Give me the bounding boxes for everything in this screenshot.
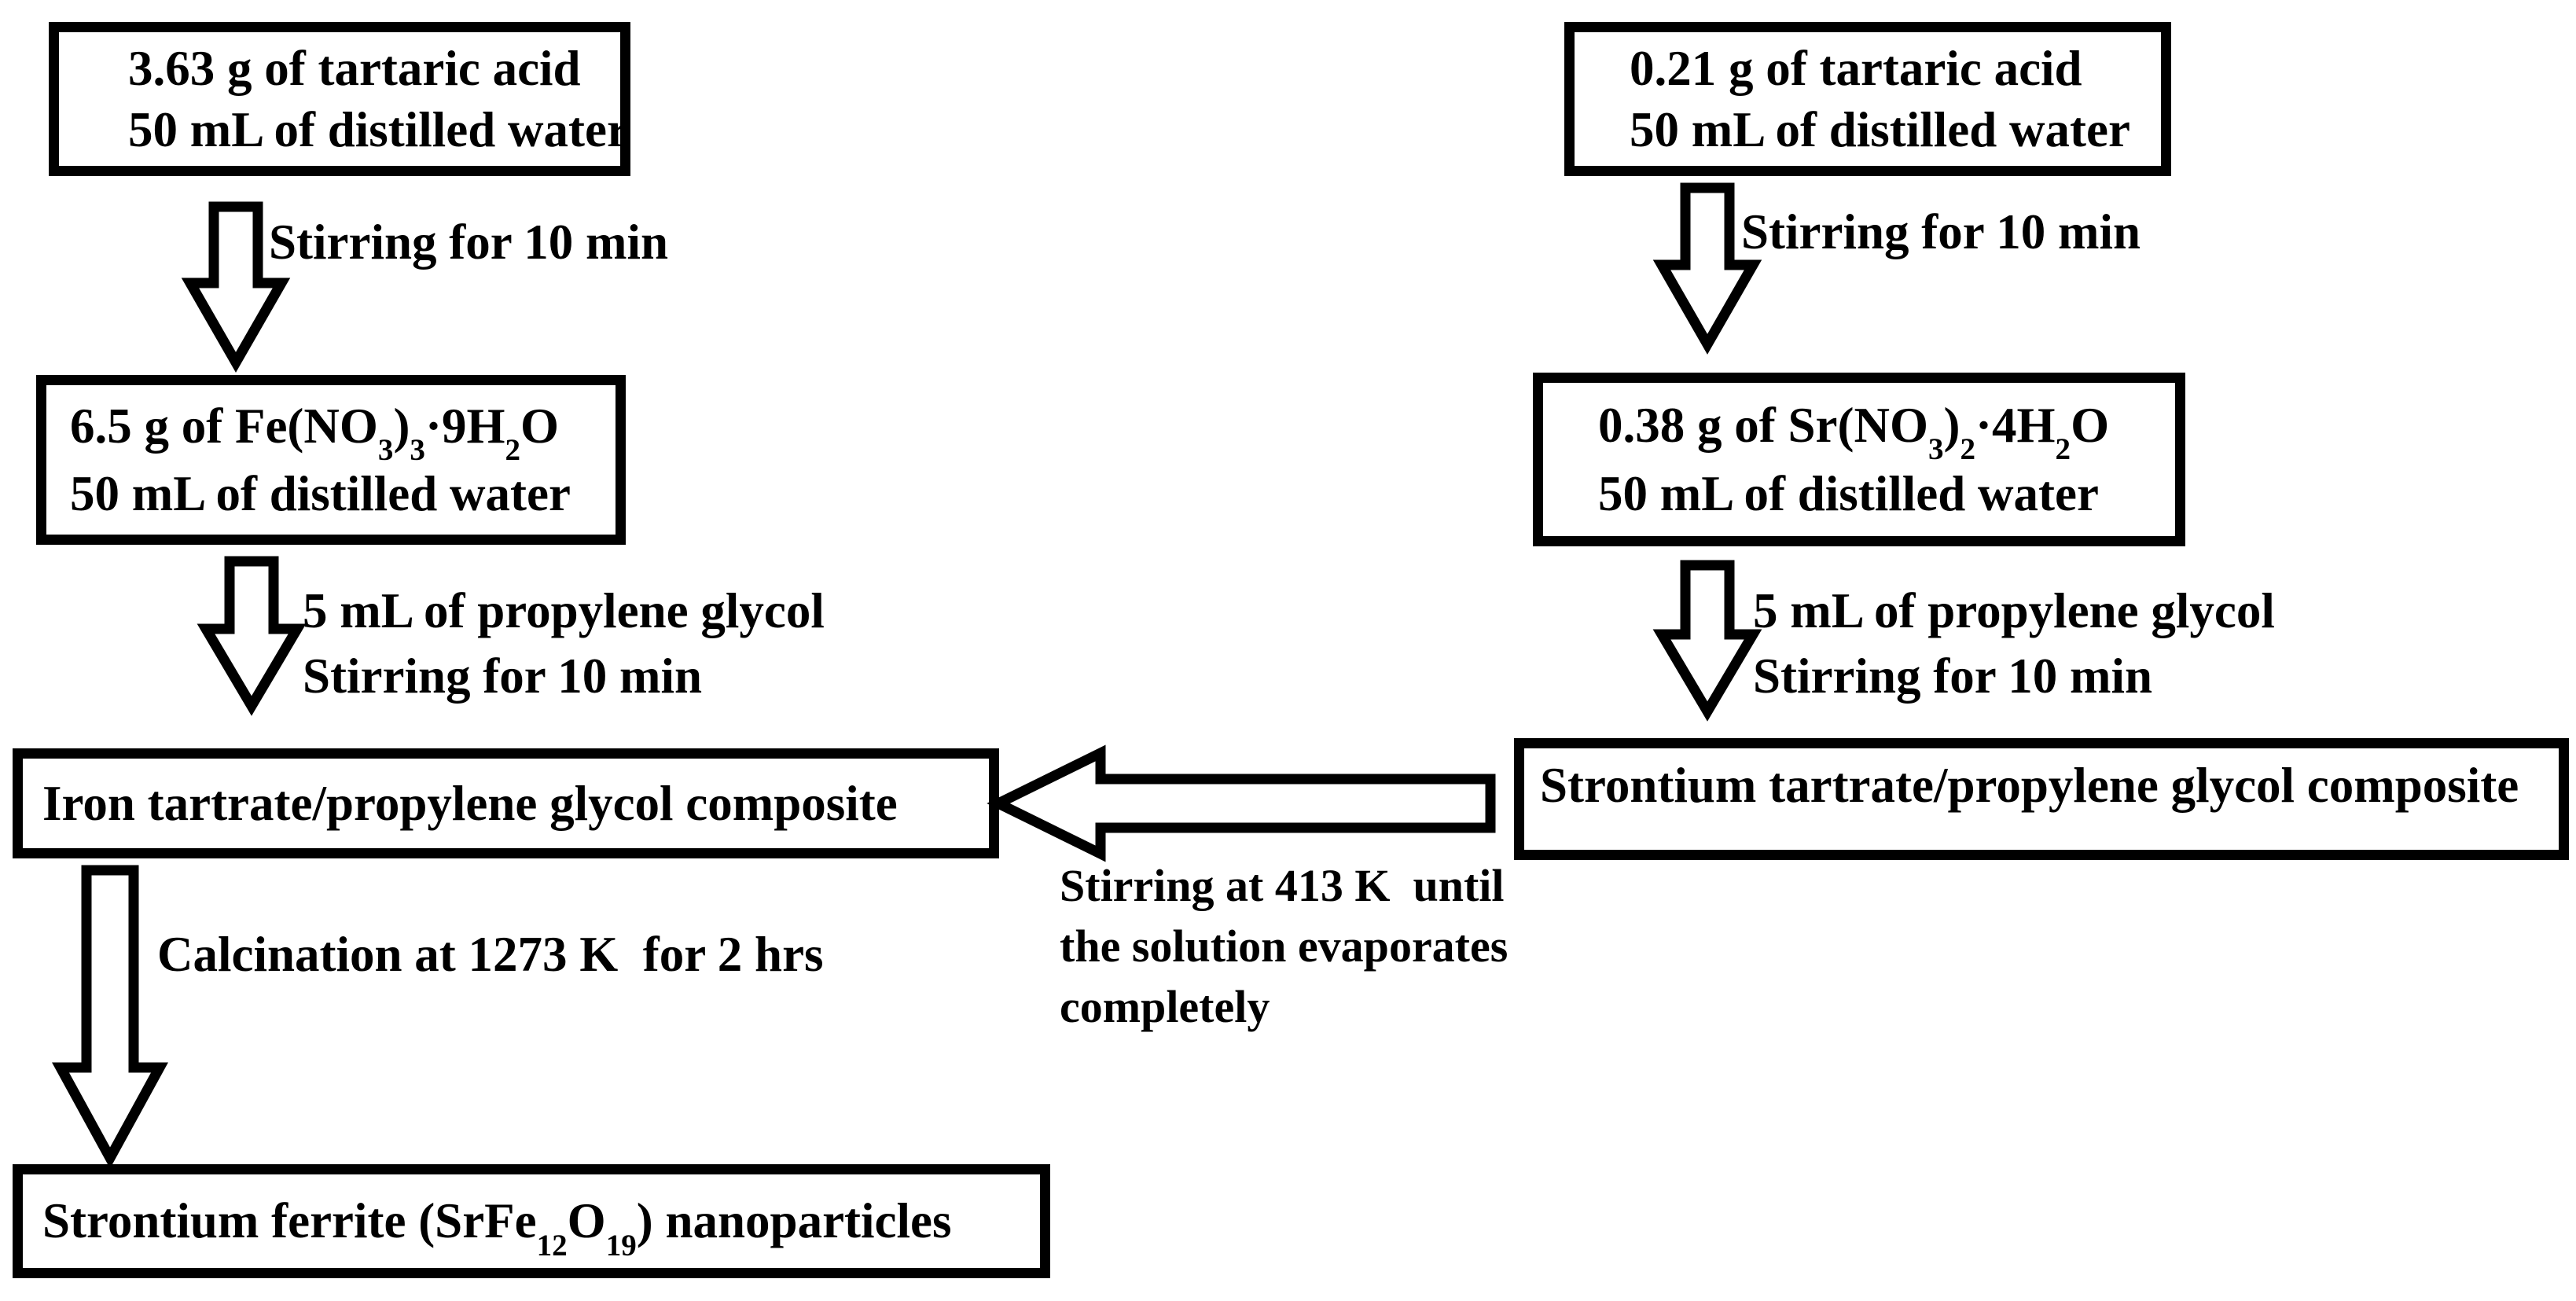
box-text-line: 50 mL of distilled water [70, 465, 571, 521]
box-strontium-ferrite-product: Strontium ferrite (SrFe12O19) nanopartic… [13, 1164, 1050, 1278]
label-glycol-stirring-right: 5 mL of propylene glycol Stirring for 10… [1753, 583, 2275, 704]
down-arrow-icon [52, 865, 168, 1169]
box-text-line: Strontium ferrite (SrFe12O19) nanopartic… [42, 1193, 952, 1262]
box-strontium-tartrate-composite: Strontium tartrate/propylene glycol comp… [1514, 738, 2569, 860]
box-text-line: Iron tartrate/propylene glycol composite [42, 775, 898, 831]
down-arrow-icon [181, 201, 291, 373]
box-text-line: 50 mL of distilled water [1630, 102, 2130, 158]
box-text-line: 50 mL of distilled water [1598, 465, 2099, 521]
down-arrow-icon [1652, 560, 1762, 722]
box-text-line: 0.38 g of Sr(NO3)2·4H2O [1598, 397, 2110, 467]
label-stirring-10min-left: Stirring for 10 min [269, 215, 669, 270]
down-arrow-icon [197, 556, 307, 716]
down-arrow-icon [1652, 182, 1762, 355]
label-glycol-stirring-left: 5 mL of propylene glycol Stirring for 10… [303, 583, 825, 704]
label-calcination: Calcination at 1273 K for 2 hrs [157, 927, 824, 982]
box-iron-tartrate-composite: Iron tartrate/propylene glycol composite [13, 748, 999, 858]
box-text-line: 50 mL of distilled water [128, 102, 629, 158]
box-tartaric-acid-iron-branch: 3.63 g of tartaric acid 50 mL of distill… [49, 22, 630, 176]
box-text-line: 6.5 g of Fe(NO3)3·9H2O [70, 399, 560, 468]
box-tartaric-acid-strontium-branch: 0.21 g of tartaric acid 50 mL of distill… [1564, 22, 2171, 176]
label-evaporation-note: Stirring at 413 K until the solution eva… [1060, 860, 1508, 1032]
box-strontium-nitrate-solution: 0.38 g of Sr(NO3)2·4H2O 50 mL of distill… [1533, 373, 2185, 546]
box-text-line: 3.63 g of tartaric acid [128, 40, 581, 96]
left-arrow-icon [987, 744, 1496, 862]
box-text-line: Strontium tartrate/propylene glycol comp… [1540, 758, 2519, 814]
box-iron-nitrate-solution: 6.5 g of Fe(NO3)3·9H2O 50 mL of distille… [36, 375, 626, 545]
label-stirring-10min-right: Stirring for 10 min [1741, 204, 2141, 259]
box-text-line: 0.21 g of tartaric acid [1630, 40, 2082, 96]
